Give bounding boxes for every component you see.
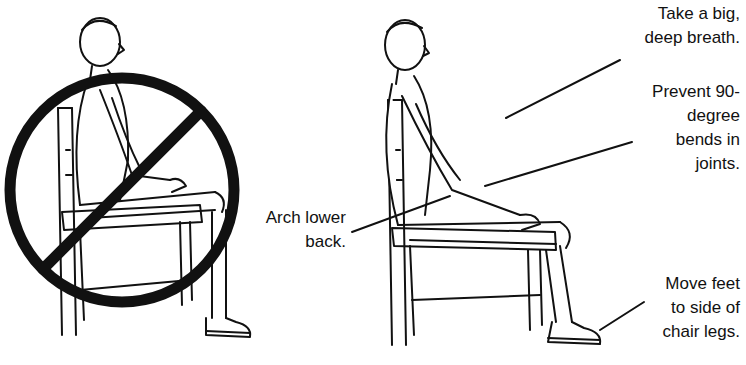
leader-line <box>600 302 644 330</box>
leader-lines <box>352 60 644 330</box>
callout-text: Take a big, deep breath. <box>628 2 740 50</box>
callout-label: Prevent 90-degree bends in joints. <box>640 80 740 176</box>
prohibition-sign <box>10 78 234 302</box>
callout-text: Arch lower back. <box>250 206 346 254</box>
callout-text: Move feet to side of chair legs. <box>648 272 740 344</box>
leader-line <box>485 142 632 186</box>
callout-text: Prevent 90-degree bends in joints. <box>640 80 740 176</box>
leader-line <box>352 196 450 232</box>
callout-label: Take a big, deep breath. <box>628 2 740 50</box>
leader-line <box>506 60 620 118</box>
callout-label: Move feet to side of chair legs. <box>648 272 740 344</box>
good-posture-figure <box>385 20 600 345</box>
bad-posture-figure <box>58 18 250 337</box>
callout-label: Arch lower back. <box>250 206 346 254</box>
